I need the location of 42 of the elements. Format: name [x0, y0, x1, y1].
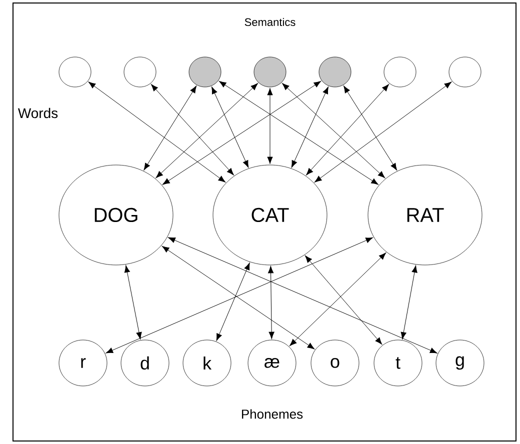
arrow — [88, 82, 226, 182]
arrow — [124, 265, 142, 340]
arrow — [150, 84, 234, 176]
semantic-node — [124, 56, 156, 88]
arrow — [144, 86, 197, 170]
arrow — [400, 265, 418, 340]
arrow — [306, 84, 390, 176]
semantic-node — [254, 56, 286, 88]
arrow — [314, 82, 452, 182]
arrow — [218, 80, 378, 185]
word-node: CAT — [212, 164, 328, 266]
phoneme-node: g — [436, 340, 484, 386]
arrow — [156, 83, 258, 178]
phoneme-node: d — [120, 340, 170, 386]
arrow — [168, 237, 438, 354]
arrow — [162, 246, 315, 350]
arrow — [282, 83, 386, 178]
arrow — [291, 86, 328, 168]
phoneme-node: r — [58, 340, 108, 386]
arrow — [162, 81, 322, 185]
semantic-node — [58, 56, 92, 88]
phoneme-node: o — [310, 340, 360, 386]
arrow — [290, 252, 386, 346]
layer-label: Phonemes — [242, 409, 303, 419]
arrow — [344, 86, 398, 170]
phoneme-node: t — [374, 340, 422, 386]
phoneme-node: æ — [248, 340, 296, 386]
layer-label: Words — [18, 108, 58, 118]
semantic-node — [384, 56, 416, 88]
arrow — [268, 266, 274, 339]
semantic-node — [318, 56, 352, 88]
word-node: RAT — [368, 164, 482, 266]
semantic-node — [448, 56, 482, 88]
word-node: DOG — [58, 164, 174, 266]
arrow — [305, 256, 382, 345]
arrow — [216, 262, 250, 341]
arrow — [267, 88, 273, 164]
arrow — [106, 237, 373, 354]
phoneme-node: k — [182, 340, 232, 386]
layer-label: Semantics — [244, 18, 296, 26]
semantic-node — [188, 56, 222, 88]
arrow — [212, 86, 249, 168]
